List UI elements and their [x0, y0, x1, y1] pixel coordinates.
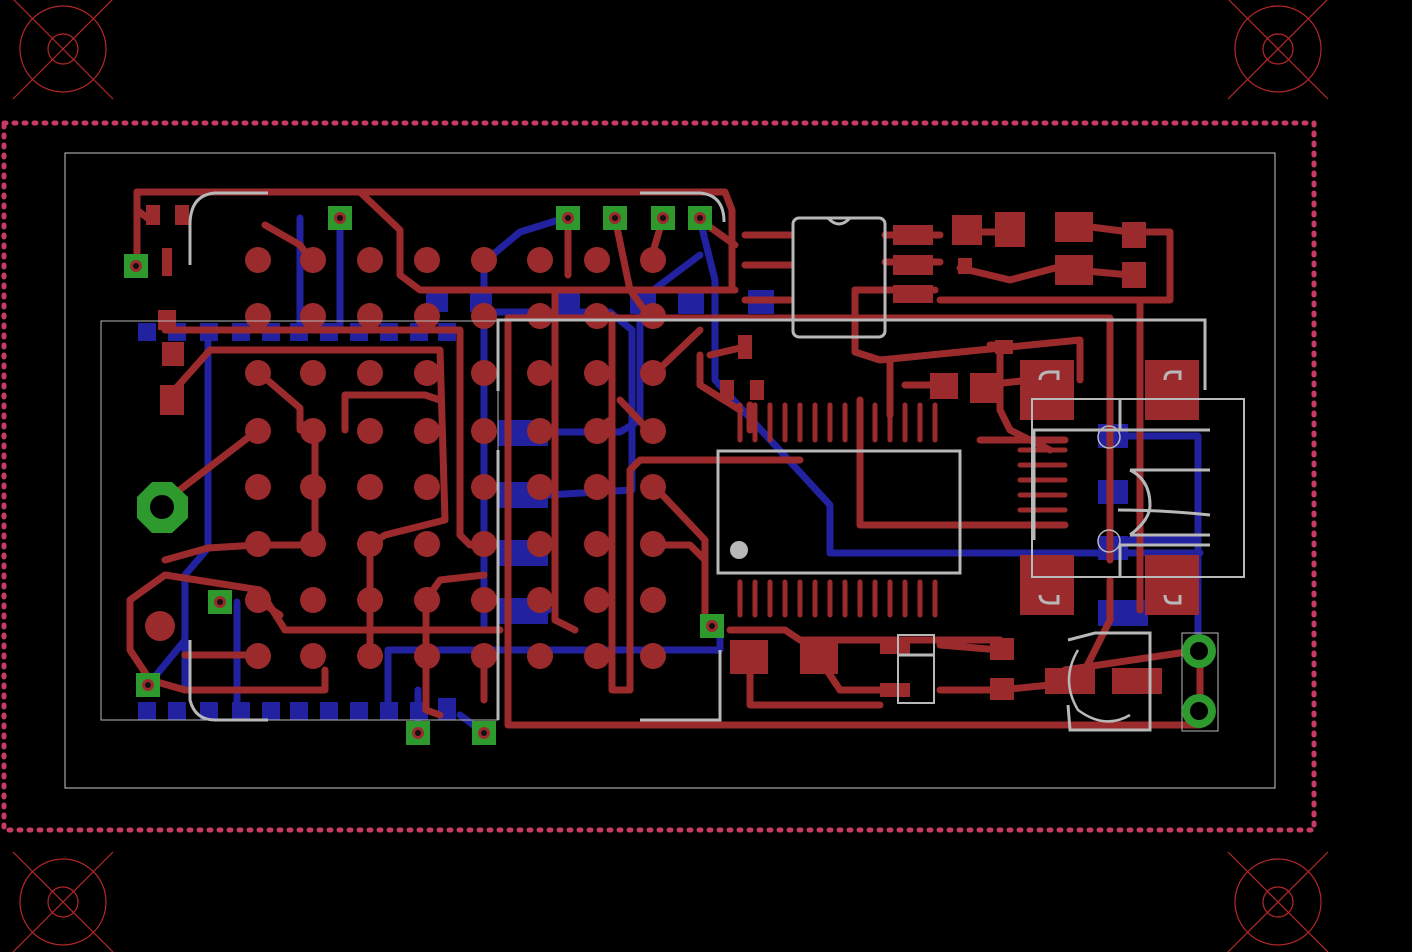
- via-7: [208, 590, 232, 614]
- th-pad: [471, 643, 497, 669]
- fiducial-target-2: [1227, 0, 1329, 100]
- th-pad: [245, 474, 271, 500]
- th-pad: [527, 418, 553, 444]
- th-pad: [584, 474, 610, 500]
- th-pad: [245, 643, 271, 669]
- large-pad: [145, 611, 175, 641]
- th-pad: [245, 360, 271, 386]
- header-pin-2: [1182, 694, 1216, 728]
- th-pad: [245, 587, 271, 613]
- th-pad: [527, 303, 553, 329]
- th-pad: [471, 531, 497, 557]
- th-pad: [357, 418, 383, 444]
- via-3: [556, 206, 580, 230]
- mounting-hole: [137, 482, 188, 533]
- via-2: [124, 254, 148, 278]
- via-10: [406, 721, 430, 745]
- th-pad: [357, 531, 383, 557]
- th-pad: [300, 418, 326, 444]
- th-pad: [300, 531, 326, 557]
- top-copper-layer: [126, 188, 1204, 729]
- th-pad: [414, 418, 440, 444]
- th-pad: [357, 587, 383, 613]
- th-pad: [640, 360, 666, 386]
- th-pad: [584, 587, 610, 613]
- via-8: [136, 673, 160, 697]
- th-pad: [245, 303, 271, 329]
- th-pad: [471, 587, 497, 613]
- th-pad: [640, 418, 666, 444]
- board-outline: [1, 120, 1317, 833]
- th-pad: [527, 474, 553, 500]
- th-pad: [300, 474, 326, 500]
- th-pad: [584, 643, 610, 669]
- th-pad: [584, 247, 610, 273]
- via-11: [472, 721, 496, 745]
- th-pad: [527, 643, 553, 669]
- th-pad: [584, 303, 610, 329]
- th-pad: [584, 531, 610, 557]
- via-4: [603, 206, 627, 230]
- dimension-frame: [64, 152, 1276, 789]
- th-pad: [527, 587, 553, 613]
- th-pad: [414, 303, 440, 329]
- th-pad: [640, 531, 666, 557]
- th-pad: [414, 531, 440, 557]
- via-layer: [124, 206, 724, 745]
- th-pad: [357, 247, 383, 273]
- th-pad: [245, 418, 271, 444]
- th-pad: [357, 643, 383, 669]
- th-pad: [300, 303, 326, 329]
- th-pad: [471, 247, 497, 273]
- via-5: [651, 206, 675, 230]
- th-pad: [357, 474, 383, 500]
- th-pad: [414, 474, 440, 500]
- th-pad: [357, 360, 383, 386]
- th-pad: [527, 360, 553, 386]
- fiducial-target-3: [12, 851, 114, 952]
- th-pad: [414, 587, 440, 613]
- fiducial-target-4: [1227, 851, 1329, 952]
- th-pad: [245, 247, 271, 273]
- th-pad: [584, 418, 610, 444]
- header-pin-1: [1182, 634, 1216, 668]
- th-pad: [640, 587, 666, 613]
- th-pad: [414, 247, 440, 273]
- th-pad: [471, 360, 497, 386]
- th-pad: [414, 643, 440, 669]
- th-pad: [300, 587, 326, 613]
- th-pad: [471, 303, 497, 329]
- silkscreen-layer: [100, 191, 1245, 732]
- via-9: [700, 614, 724, 638]
- corner-fiducials: [12, 0, 1329, 952]
- th-pad: [300, 360, 326, 386]
- bottom-copper-layer: [138, 214, 1204, 737]
- th-pad: [300, 643, 326, 669]
- via-6: [688, 206, 712, 230]
- th-pad: [640, 247, 666, 273]
- th-pad: [640, 303, 666, 329]
- th-pad: [640, 643, 666, 669]
- th-pad: [414, 360, 440, 386]
- th-pad: [245, 531, 271, 557]
- fiducial-target-1: [12, 0, 114, 100]
- th-pad: [300, 247, 326, 273]
- th-pad: [527, 531, 553, 557]
- th-pad: [471, 418, 497, 444]
- th-pad: [357, 303, 383, 329]
- th-pad: [640, 474, 666, 500]
- th-pad: [471, 474, 497, 500]
- th-pad: [527, 247, 553, 273]
- via-1: [328, 206, 352, 230]
- th-pad: [584, 360, 610, 386]
